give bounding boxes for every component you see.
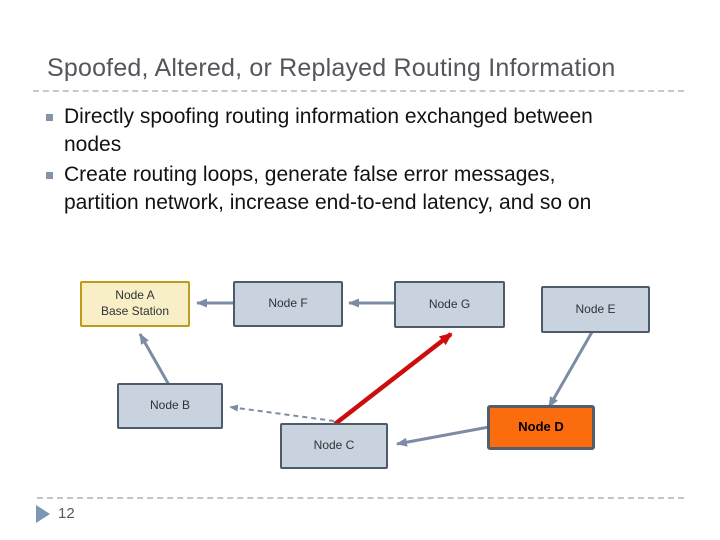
bullet-item: Directly spoofing routing information ex… [46, 103, 671, 158]
node-d-attacker: Node D [487, 405, 595, 450]
bullet-list: Directly spoofing routing information ex… [46, 103, 671, 219]
bullet-square-icon [46, 114, 53, 121]
edge-c-to-b-dashed [229, 404, 335, 422]
edge-b-to-a [138, 333, 171, 386]
slide-number-arrow-icon [36, 505, 50, 523]
bullet-item: Create routing loops, generate false err… [46, 161, 671, 216]
page-title: Spoofed, Altered, or Replayed Routing In… [47, 54, 616, 82]
bullet-text: Create routing loops, generate false err… [64, 163, 592, 214]
node-b: Node B [117, 383, 223, 429]
title-divider [33, 90, 684, 92]
bullet-square-icon [46, 172, 53, 179]
edge-e-to-d [547, 331, 594, 408]
node-a-base-station: Node A Base Station [80, 281, 190, 327]
node-c: Node C [280, 423, 388, 469]
node-f: Node F [233, 281, 343, 327]
bullet-text: Directly spoofing routing information ex… [64, 105, 593, 156]
node-g: Node G [394, 281, 505, 328]
footer-divider [37, 497, 684, 499]
edge-c-to-g-attack [333, 332, 453, 426]
slide-number: 12 [58, 505, 75, 522]
node-e: Node E [541, 286, 650, 333]
edge-d-to-c [396, 425, 490, 447]
